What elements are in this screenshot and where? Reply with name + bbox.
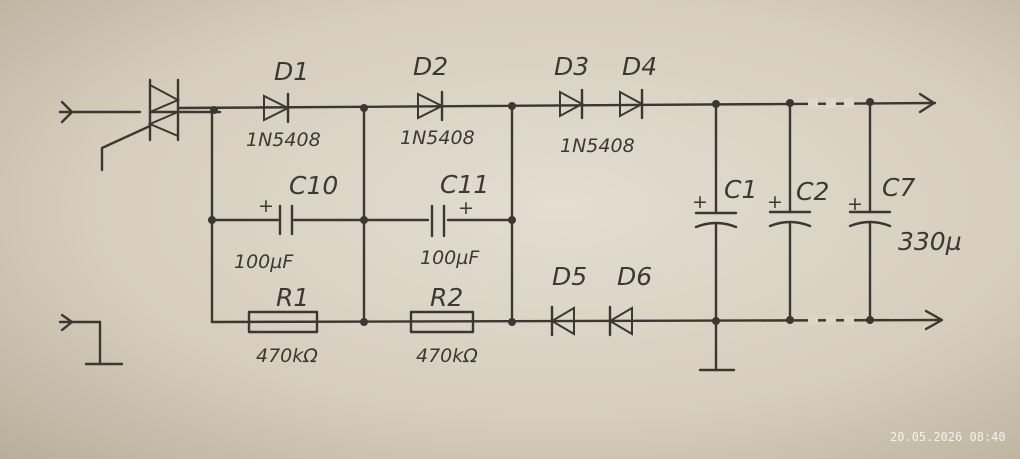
label-c7: C7 — [882, 173, 915, 202]
label-c7-value: 330µ — [898, 227, 962, 256]
input-arrow-bottom — [58, 313, 124, 366]
label-c11-value: 100µF — [420, 247, 480, 269]
label-d2-part: 1N5408 — [400, 127, 475, 149]
capacitor-c10 — [278, 204, 294, 236]
capacitor-c2 — [768, 210, 812, 228]
label-c11-plus: + — [458, 197, 474, 219]
junction-dots — [208, 98, 874, 326]
input-arrow-top — [58, 100, 142, 124]
diode-d1 — [263, 92, 291, 124]
label-r2-value: 470kΩ — [416, 345, 478, 367]
label-d2: D2 — [413, 52, 448, 81]
capacitor-c1 — [694, 211, 738, 229]
photo-timestamp: 20.05.2026 08:40 — [890, 430, 1006, 444]
diode-d4 — [619, 88, 645, 120]
label-d5: D5 — [552, 262, 587, 291]
resistor-r2 — [409, 310, 475, 334]
bottom-rail — [210, 318, 942, 324]
resistor-r1 — [247, 310, 319, 334]
capacitor-c11 — [430, 204, 446, 238]
label-c2-plus: + — [767, 191, 783, 213]
output-arrow-bottom — [924, 309, 944, 331]
label-r1-value: 470kΩ — [256, 345, 318, 367]
label-d1: D1 — [274, 57, 309, 86]
label-c7-plus: + — [847, 193, 863, 215]
label-c1-plus: + — [692, 191, 708, 213]
diode-d5 — [550, 305, 575, 337]
label-d3: D3 — [554, 52, 589, 81]
label-r1: R1 — [276, 283, 309, 312]
label-d1-part: 1N5408 — [246, 129, 321, 151]
diode-d3 — [559, 88, 585, 120]
label-r2: R2 — [430, 283, 463, 312]
label-d34-part: 1N5408 — [560, 135, 635, 157]
label-c10-value: 100µF — [234, 251, 294, 273]
diode-d2 — [417, 90, 445, 122]
output-arrow-top — [918, 92, 936, 114]
label-d6: D6 — [617, 262, 652, 291]
top-rail — [176, 101, 937, 110]
triac-symbol — [100, 78, 222, 172]
label-c10: C10 — [289, 171, 338, 200]
label-c2: C2 — [796, 177, 829, 206]
diode-d6 — [608, 305, 633, 337]
label-c1: C1 — [724, 175, 757, 204]
label-c11: C11 — [440, 170, 489, 199]
label-c10-plus: + — [258, 195, 274, 217]
label-d4: D4 — [622, 52, 657, 81]
capacitor-c7 — [848, 210, 892, 228]
